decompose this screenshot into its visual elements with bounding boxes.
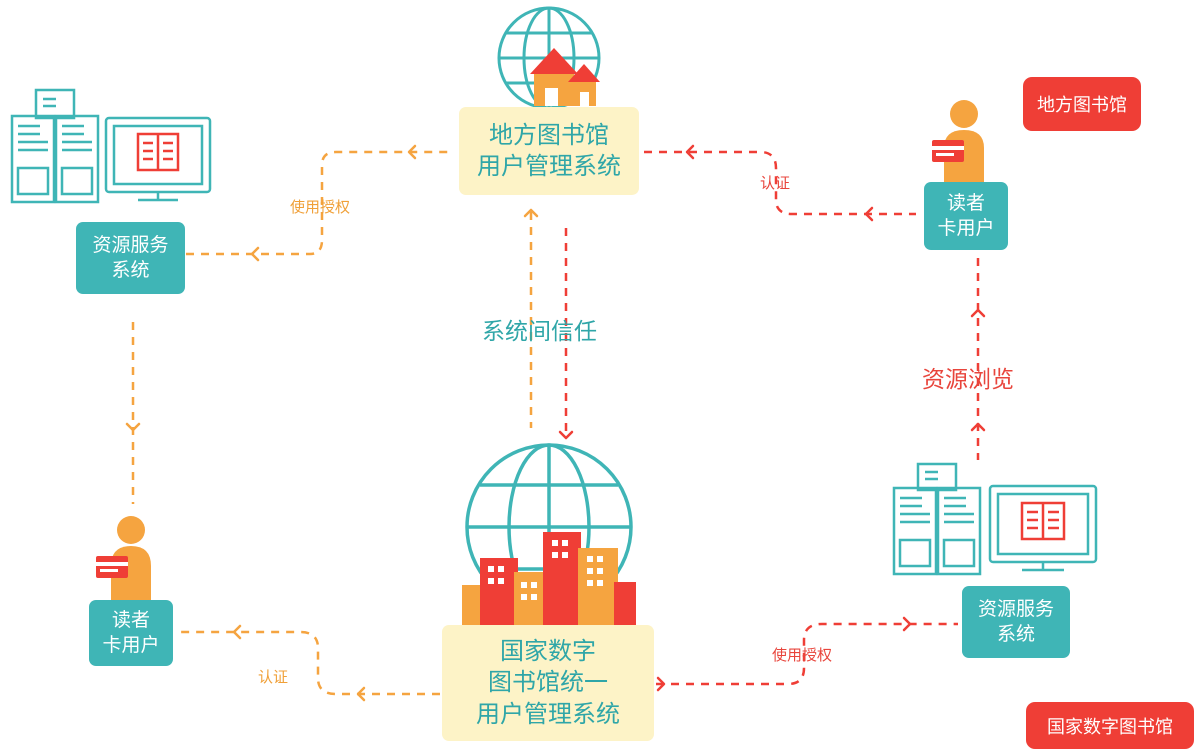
reader-person-icon-bottom <box>96 516 151 600</box>
national-user-system-box: 国家数字 图书馆统一 用户管理系统 <box>442 625 654 741</box>
reader-top-line-1: 读者 <box>946 192 985 215</box>
resource-service-box-left: 资源服务 系统 <box>76 222 185 294</box>
connector-cert-bottom <box>176 630 440 696</box>
national-system-line-1: 国家数字 <box>500 637 596 666</box>
national-library-tag: 国家数字图书馆 <box>1026 702 1194 749</box>
resource-left-line-2: 系统 <box>111 259 150 281</box>
resource-left-line-1: 资源服务 <box>92 234 169 257</box>
book-icon-right <box>1020 501 1066 541</box>
connector-cert-top <box>644 150 916 216</box>
resource-service-box-right: 资源服务 系统 <box>962 586 1070 658</box>
server-computer-icon-left <box>10 88 212 204</box>
arrow-icon <box>523 208 539 218</box>
arrow-icon <box>902 616 912 632</box>
auth-label-right: 使用授权 <box>772 646 833 664</box>
arrow-icon <box>250 246 260 262</box>
reader-bottom-line-1: 读者 <box>111 609 150 632</box>
book-icon-left <box>136 132 180 172</box>
national-library-icon <box>462 443 636 625</box>
arrow-icon <box>356 686 366 702</box>
arrow-icon <box>125 422 141 432</box>
browse-label: 资源浏览 <box>922 367 1014 393</box>
reader-top-line-2: 卡用户 <box>937 217 995 239</box>
local-library-icon <box>497 6 601 110</box>
local-library-tag: 地方图书馆 <box>1023 77 1141 131</box>
cert-label-top: 认证 <box>760 174 791 192</box>
server-computer-icon-right <box>892 462 1098 576</box>
arrow-icon <box>970 308 986 318</box>
arrow-icon <box>864 206 874 222</box>
arrow-icon <box>656 676 666 692</box>
auth-label-left: 使用授权 <box>290 198 351 216</box>
national-system-line-2: 图书馆统一 <box>488 668 608 697</box>
arrow-icon <box>970 422 986 432</box>
connector-auth-left <box>186 150 448 256</box>
reader-bottom-line-2: 卡用户 <box>102 634 160 656</box>
arrow-icon <box>685 144 695 160</box>
connector-auth-right <box>656 622 958 686</box>
trust-label: 系统间信任 <box>482 319 597 345</box>
reader-card-box-bottom: 读者 卡用户 <box>89 600 173 666</box>
resource-right-line-2: 系统 <box>996 623 1035 645</box>
cert-label-bottom: 认证 <box>258 668 289 686</box>
arrow-icon <box>407 144 417 160</box>
arrow-icon <box>558 430 574 440</box>
national-system-line-3: 用户管理系统 <box>476 699 620 728</box>
local-user-system-box: 地方图书馆 用户管理系统 <box>459 107 639 195</box>
local-system-line-2: 用户管理系统 <box>477 152 621 180</box>
local-system-line-1: 地方图书馆 <box>489 120 609 149</box>
reader-person-icon-top <box>932 100 984 182</box>
arrow-icon <box>232 624 242 640</box>
reader-card-box-top: 读者 卡用户 <box>924 182 1008 250</box>
resource-right-line-1: 资源服务 <box>977 598 1054 621</box>
